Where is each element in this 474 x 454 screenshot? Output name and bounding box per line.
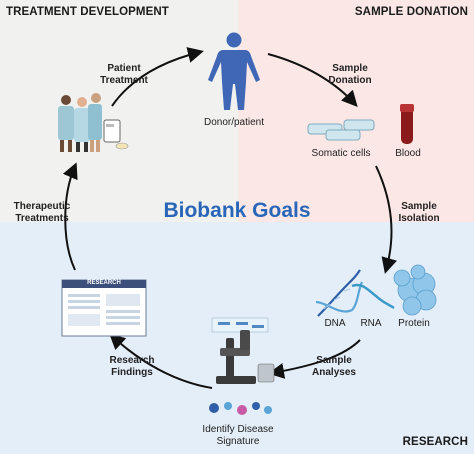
step-label-research-findings-2: Findings bbox=[111, 367, 153, 378]
quadrant-label-treatment-development: TREATMENT DEVELOPMENT bbox=[6, 6, 169, 18]
diagram-title: Biobank Goals bbox=[163, 199, 311, 222]
step-label-sample-donation-1: Sample bbox=[332, 63, 368, 74]
research-report-illustration bbox=[61, 279, 147, 337]
disease-signature-illustration bbox=[209, 402, 272, 415]
protein-illustration bbox=[393, 264, 437, 316]
step-label-patient-treatment-1: Patient bbox=[107, 63, 141, 74]
step-label-patient-treatment-2: Treatment bbox=[100, 75, 148, 86]
arrow-sample-analyses bbox=[268, 339, 361, 379]
node-label-dna: DNA bbox=[324, 318, 346, 329]
step-label-sample-isolation-1: Sample bbox=[401, 201, 437, 212]
step-label-sample-analyses-2: Analyses bbox=[312, 367, 356, 378]
quadrant-label-research: RESEARCH bbox=[402, 436, 468, 448]
arrow-sample-isolation bbox=[375, 165, 397, 274]
rna-illustration bbox=[351, 283, 395, 310]
somatic-cells-illustration bbox=[307, 119, 375, 141]
arrow-sample-donation bbox=[267, 53, 358, 107]
step-label-sample-isolation-2: Isolation bbox=[398, 213, 440, 224]
microscope-illustration bbox=[216, 330, 275, 384]
arrow-therapeutic-treatments bbox=[62, 162, 78, 271]
step-label-therapeutic-treatments-1: Therapeutic bbox=[13, 201, 71, 212]
arrow-patient-treatment bbox=[111, 47, 204, 107]
node-label-blood: Blood bbox=[395, 148, 421, 159]
step-label-sample-donation-2: Donation bbox=[328, 75, 372, 86]
quadrant-label-sample-donation: SAMPLE DONATION bbox=[354, 6, 468, 18]
node-label-signature-line1: Identify Disease bbox=[202, 424, 274, 435]
node-label-signature-line2: Signature bbox=[216, 436, 260, 447]
step-label-research-findings-1: Research bbox=[109, 355, 155, 366]
quadrant-sample-donation bbox=[238, 0, 474, 222]
node-label-protein: Protein bbox=[398, 318, 430, 329]
gel-illustration bbox=[211, 317, 269, 333]
report-header-label: RESEARCH bbox=[87, 280, 121, 286]
node-label-somatic-cells: Somatic cells bbox=[311, 148, 371, 159]
blood-tube-illustration bbox=[400, 104, 414, 144]
donor-figure bbox=[208, 32, 260, 110]
arrow-research-findings bbox=[109, 333, 213, 389]
dna-illustration bbox=[315, 269, 364, 317]
step-label-sample-analyses-1: Sample bbox=[316, 355, 352, 366]
quadrant-treatment-development bbox=[0, 0, 238, 222]
node-label-donor: Donor/patient bbox=[203, 117, 265, 128]
node-label-rna: RNA bbox=[360, 318, 382, 329]
step-label-therapeutic-treatments-2: Treatments bbox=[15, 213, 69, 224]
patients-illustration bbox=[58, 93, 129, 152]
